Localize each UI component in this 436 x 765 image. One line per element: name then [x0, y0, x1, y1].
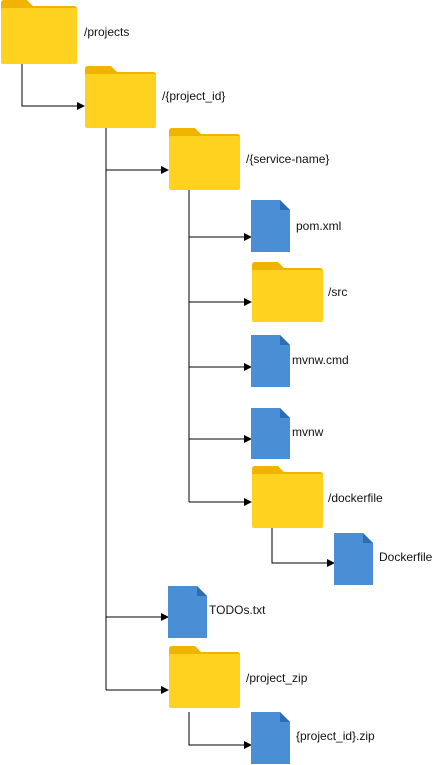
folder-icon[interactable]: [85, 66, 156, 128]
label-mvnw-cmd[interactable]: mvnw.cmd: [292, 353, 349, 367]
tree-connectors: [21, 64, 335, 749]
connector-to-dockerfile: [271, 528, 335, 567]
label-project-id[interactable]: /{project_id}: [162, 89, 225, 103]
label-mvnw[interactable]: mvnw: [292, 425, 324, 439]
folder-icon[interactable]: [1, 0, 77, 64]
folder-icon[interactable]: [252, 262, 323, 322]
label-projects[interactable]: /projects: [84, 25, 129, 39]
file-icon[interactable]: [251, 200, 290, 252]
file-icon[interactable]: [168, 586, 207, 638]
label-project-zip[interactable]: {project_id}.zip: [296, 729, 375, 743]
label-todos[interactable]: TODOs.txt: [209, 603, 266, 617]
connector-projects-to-project-id: [21, 64, 85, 110]
file-icon[interactable]: [334, 533, 373, 585]
folder-icon[interactable]: [169, 646, 240, 708]
file-icon[interactable]: [251, 712, 290, 764]
label-pom-xml[interactable]: pom.xml: [296, 219, 341, 233]
label-project-zip-dir[interactable]: /project_zip: [246, 671, 308, 685]
file-icon[interactable]: [251, 408, 290, 459]
folder-icon[interactable]: [169, 128, 240, 190]
label-dockerfile-dir[interactable]: /dockerfile: [328, 491, 383, 505]
label-service-name[interactable]: /{service-name}: [246, 152, 329, 166]
connector-to-project-zip: [188, 712, 252, 749]
folder-icon[interactable]: [252, 466, 323, 528]
file-icon[interactable]: [251, 335, 290, 387]
label-src[interactable]: /src: [328, 285, 347, 299]
label-dockerfile[interactable]: Dockerfile: [379, 550, 433, 564]
